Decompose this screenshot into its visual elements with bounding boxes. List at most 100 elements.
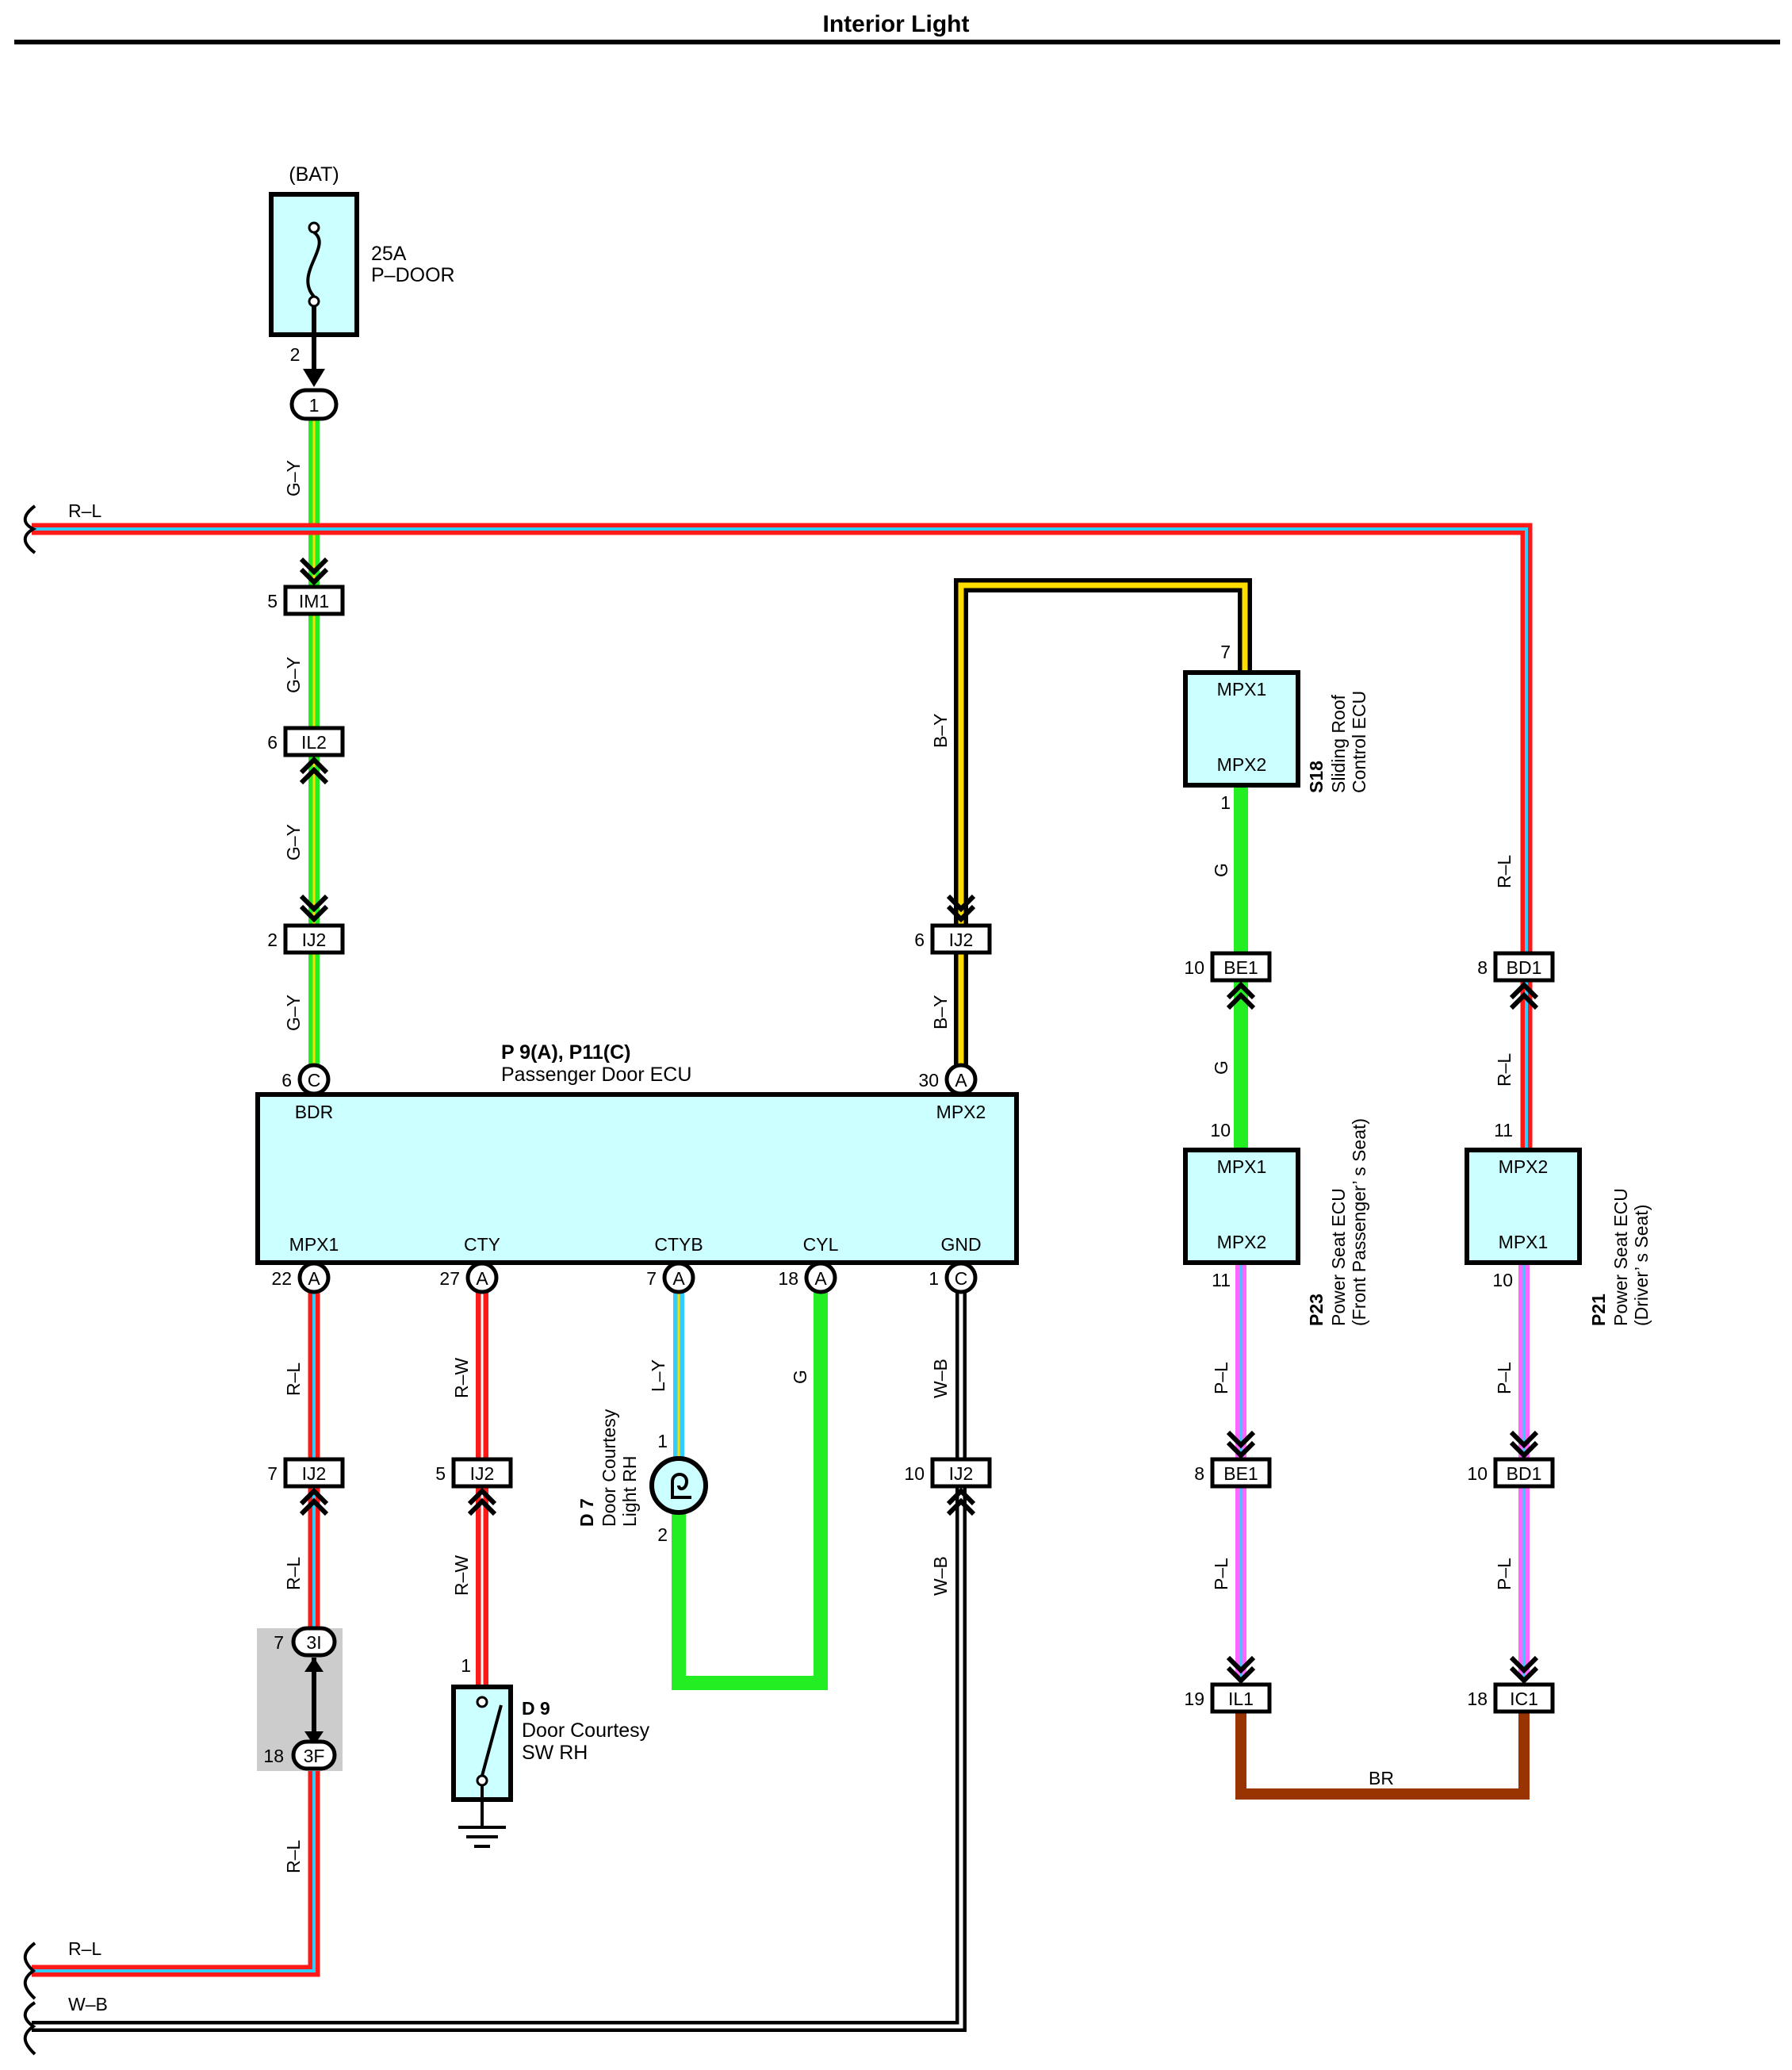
door-courtesy-switch: 1 D 9 Door Courtesy SW RH (451, 1655, 650, 1848)
splice-3i-3f: 3I 7 3F 18 (257, 1626, 343, 1771)
label-l-y: L–Y (648, 1359, 668, 1392)
label-r-w-2: R–W (451, 1555, 472, 1596)
label-br: BR (1369, 1768, 1394, 1788)
ecu-gnd-conn: C (955, 1268, 968, 1289)
connector-il2: IL2 6 (267, 726, 345, 757)
connector-im1-label: IM1 (299, 591, 329, 611)
label-b-y-2: B–Y (930, 995, 951, 1029)
light-pin2: 2 (657, 1524, 668, 1545)
connector-ic1: IC1 18 (1467, 1682, 1555, 1714)
roof-t1-pin: 7 (1220, 642, 1231, 662)
connector-ij2-d-label: IJ2 (470, 1463, 495, 1484)
label-g-y-2: G–Y (283, 657, 304, 693)
connector-il1-label: IL1 (1228, 1689, 1254, 1709)
connector-bd1-bottom-pin: 10 (1467, 1463, 1488, 1484)
label-g-2: G (1211, 1060, 1231, 1075)
fuse-name: P–DOOR (371, 264, 455, 286)
pseat-name-1: Power Seat ECU (1328, 1188, 1349, 1326)
ecu-cty-name: CTY (464, 1234, 500, 1255)
ecu-ctyb-conn: A (672, 1268, 685, 1289)
dseat-t2-name: MPX1 (1499, 1232, 1549, 1252)
ecu-code: P 9(A), P11(C) (501, 1041, 630, 1064)
connector-be1-top-pin: 10 (1184, 957, 1204, 978)
ecu-mpx2-conn: A (955, 1070, 967, 1091)
ecu-gnd-name: GND (940, 1234, 981, 1255)
ground-icon (458, 1826, 506, 1848)
switch-name-2: SW RH (522, 1742, 588, 1764)
label-r-l-top: R–L (68, 500, 101, 521)
switch-contact-icon (481, 1704, 503, 1777)
fuse-source: (BAT) (289, 163, 339, 186)
connector-im1: IM1 5 (267, 585, 345, 616)
wire-r-l-bottom (32, 1277, 320, 1977)
connector-be1-top-label: BE1 (1223, 957, 1258, 978)
fuse-pin: 2 (290, 344, 301, 365)
connector-ij2-c: IJ2 7 (267, 1457, 345, 1489)
connector-bd1-bottom: BD1 10 (1467, 1457, 1555, 1489)
wire-labels: R–L R–L W–B BR G–Y G–Y G–Y G–Y B–Y B–Y G… (68, 460, 1514, 2014)
pseat-t1-name: MPX1 (1217, 1156, 1267, 1177)
ecu-mpx1-pin: 22 (271, 1268, 292, 1289)
label-g-y-1: G–Y (283, 460, 304, 496)
connector-1-label: 1 (309, 395, 320, 416)
switch-code: D 9 (522, 1698, 550, 1719)
pseat-t2-pin: 11 (1212, 1270, 1231, 1290)
label-r-l-driver-2: R–L (1494, 1053, 1514, 1087)
ecu-cty-pin: 27 (439, 1268, 460, 1289)
connector-bd1-bottom-label: BD1 (1507, 1463, 1542, 1484)
splice-3f-pin: 18 (263, 1746, 284, 1766)
light-code: D 7 (576, 1498, 597, 1527)
wire-w-b (32, 1277, 967, 2032)
label-w-b-2: W–B (930, 1556, 951, 1596)
bulb-filament-icon (671, 1473, 689, 1497)
connector-ij2-d: IJ2 5 (435, 1457, 513, 1489)
connector-bd1-top-pin: 8 (1477, 957, 1488, 978)
label-r-l-mpx1-1: R–L (283, 1363, 304, 1396)
pseat-name-2: (Front Passenger’ s Seat) (1349, 1118, 1369, 1326)
connector-be1-bottom-label: BE1 (1223, 1463, 1258, 1484)
roof-t2-pin: 1 (1220, 792, 1231, 813)
connector-il2-label: IL2 (301, 732, 327, 753)
label-g-y-4: G–Y (283, 995, 304, 1031)
pseat-t2-name: MPX2 (1217, 1232, 1267, 1252)
connector-chevrons (299, 557, 1539, 1685)
connector-ij2-c-pin: 7 (267, 1463, 278, 1484)
ecu-bdr-pin: 6 (281, 1070, 292, 1091)
connector-ij2-a: IJ2 2 (267, 923, 345, 955)
ecu-mpx1-name: MPX1 (289, 1234, 339, 1255)
connector-im1-pin: 5 (267, 591, 278, 611)
connector-ij2-b-label: IJ2 (949, 930, 974, 950)
connector-bd1-top: BD1 8 (1477, 951, 1555, 983)
connector-ij2-a-label: IJ2 (302, 930, 327, 950)
roof-t2-name: MPX2 (1217, 754, 1267, 775)
connector-ij2-e-pin: 10 (904, 1463, 925, 1484)
ecu-ctyb-name: CTYB (654, 1234, 703, 1255)
power-seat-driver-ecu: MPX2 MPX1 11 10 P21 Power Seat ECU (Driv… (1465, 1120, 1652, 1326)
connector-ij2-b: IJ2 6 (914, 923, 992, 955)
connector-be1-bottom-pin: 8 (1194, 1463, 1204, 1484)
connector-ic1-pin: 18 (1467, 1689, 1488, 1709)
roof-name-1: Sliding Roof (1328, 694, 1349, 793)
connector-ij2-d-pin: 5 (435, 1463, 446, 1484)
ecu-cty-conn: A (476, 1268, 488, 1289)
connector-be1-bottom: BE1 8 (1194, 1457, 1272, 1489)
light-name-1: Door Courtesy (599, 1409, 619, 1527)
wire-r-l-top (32, 523, 1533, 1150)
wire-br (1235, 1712, 1530, 1800)
connector-1: 1 (289, 388, 339, 421)
power-seat-passenger-ecu: MPX1 MPX2 10 11 P23 Power Seat ECU (Fron… (1183, 1118, 1369, 1326)
ecu-mpx1-conn: A (308, 1268, 320, 1289)
label-w-b-bottom-left: W–B (68, 1994, 108, 2014)
connector-il1: IL1 19 (1184, 1682, 1272, 1714)
ecu-bdr-conn: C (308, 1070, 321, 1091)
label-p-l-2: P–L (1211, 1558, 1231, 1590)
connector-bd1-top-label: BD1 (1507, 957, 1542, 978)
label-p-l-4: P–L (1494, 1558, 1514, 1590)
light-pin1: 1 (657, 1431, 668, 1451)
fuse-block: (BAT) 25A P–DOOR 2 (269, 163, 455, 387)
splice-3f-label: 3F (304, 1746, 325, 1766)
label-r-l-bottom-left: R–L (68, 1938, 101, 1959)
label-g-y-3: G–Y (283, 824, 304, 861)
label-r-l-mpx1-3: R–L (283, 1840, 304, 1873)
